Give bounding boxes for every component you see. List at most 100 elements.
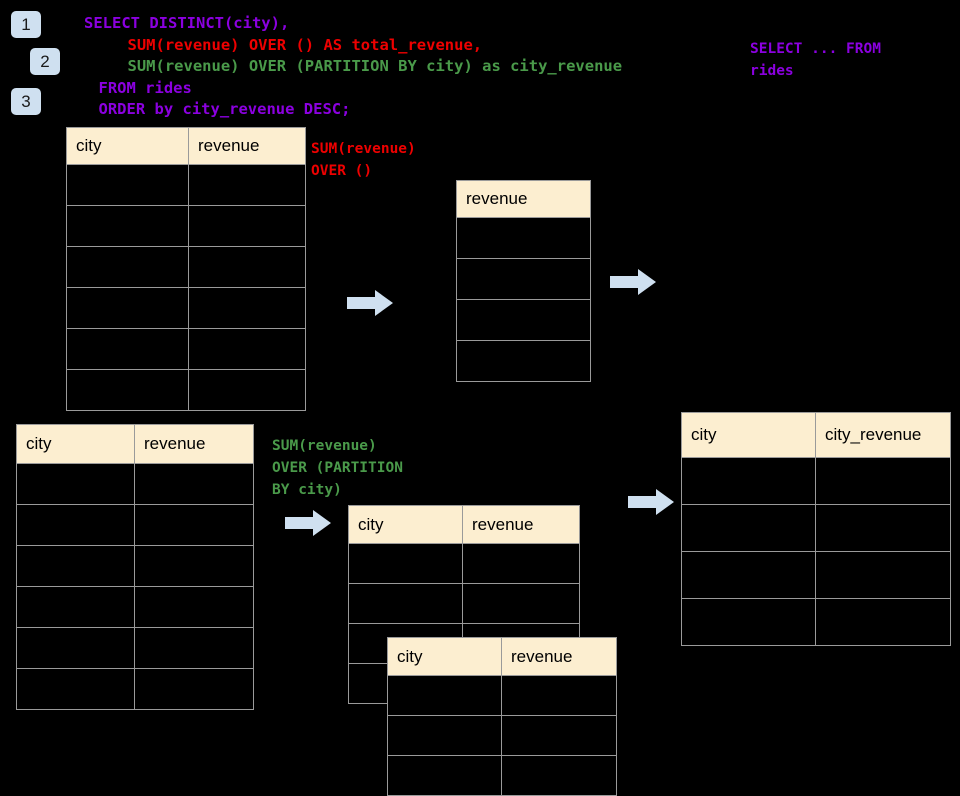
table-cell — [462, 583, 580, 624]
sql-line-5: ORDER by city_revenue DESC; — [98, 100, 351, 118]
table-row — [456, 340, 591, 382]
table-cell — [188, 287, 306, 329]
table-cell — [66, 287, 189, 329]
table-cell — [456, 258, 591, 300]
table-cell — [456, 340, 591, 382]
table-cell — [16, 463, 135, 505]
table-cell — [501, 755, 617, 796]
table-row — [66, 369, 306, 411]
annotation-sum-over-partition: SUM(revenue) OVER (PARTITION BY city) — [272, 435, 403, 501]
table-cell — [66, 328, 189, 370]
table-cell — [456, 299, 591, 341]
table-cell — [134, 463, 254, 505]
table-row — [16, 668, 254, 710]
annotation-line: OVER (PARTITION — [272, 460, 403, 476]
table-row — [681, 551, 951, 599]
table-row — [681, 457, 951, 505]
table-cell — [815, 598, 951, 646]
arrow-partition-to-result — [628, 487, 674, 517]
column-header: city — [348, 505, 463, 544]
table-cell — [134, 504, 254, 546]
table-cell — [188, 205, 306, 247]
annotation-line: SUM(revenue) — [272, 438, 377, 454]
table-cell — [16, 504, 135, 546]
table-cell — [16, 586, 135, 628]
annotation-select-from-rides: SELECT ... FROM rides — [750, 38, 881, 82]
table-row — [66, 246, 306, 288]
table-cell — [66, 369, 189, 411]
table-row — [681, 504, 951, 552]
table-cell — [681, 551, 816, 599]
annotation-line: SUM(revenue) — [311, 141, 416, 157]
column-header: city_revenue — [815, 412, 951, 458]
table-row — [16, 504, 254, 546]
table-row — [348, 583, 580, 624]
column-header: revenue — [134, 424, 254, 464]
table-cell — [16, 668, 135, 710]
step-badge-3: 3 — [11, 88, 41, 115]
table-cell — [134, 586, 254, 628]
arrow-source-to-total — [347, 288, 393, 318]
table-cell — [66, 164, 189, 206]
table-cell — [681, 457, 816, 505]
table-row — [387, 715, 617, 756]
column-header: city — [16, 424, 135, 464]
table-cell — [188, 164, 306, 206]
table-row — [66, 328, 306, 370]
annotation-line: rides — [750, 63, 794, 79]
column-header: revenue — [501, 637, 617, 676]
annotation-line: SELECT ... FROM — [750, 41, 881, 57]
table-row — [387, 675, 617, 716]
table-row — [348, 543, 580, 584]
annotation-sum-over-empty: SUM(revenue) OVER () — [311, 138, 416, 182]
table-cell — [501, 675, 617, 716]
step-badge-1: 1 — [11, 11, 41, 38]
table-cell — [188, 246, 306, 288]
sql-query-text: SELECT DISTINCT(city),SUM(revenue) OVER … — [84, 13, 622, 121]
column-header: revenue — [462, 505, 580, 544]
column-header: city — [66, 127, 189, 165]
total-revenue-table: revenue — [456, 180, 591, 382]
column-header: revenue — [456, 180, 591, 218]
table-cell — [387, 715, 502, 756]
table-cell — [134, 627, 254, 669]
table-row — [16, 463, 254, 505]
table-cell — [815, 551, 951, 599]
table-cell — [815, 457, 951, 505]
annotation-line: OVER () — [311, 163, 373, 179]
step-badge-2: 2 — [30, 48, 60, 75]
table-cell — [188, 328, 306, 370]
annotation-line: BY city) — [272, 482, 342, 498]
table-cell — [387, 675, 502, 716]
table-cell — [501, 715, 617, 756]
table-cell — [66, 205, 189, 247]
table-cell — [456, 217, 591, 259]
arrow-source-to-partition — [285, 508, 331, 538]
table-cell — [462, 543, 580, 584]
table-cell — [348, 543, 463, 584]
sql-line-2: SUM(revenue) OVER () AS total_revenue, — [127, 35, 483, 54]
table-cell — [681, 504, 816, 552]
table-row — [681, 598, 951, 646]
table-row — [456, 217, 591, 259]
table-row — [16, 586, 254, 628]
column-header: city — [387, 637, 502, 676]
table-row — [16, 545, 254, 587]
table-row — [387, 755, 617, 796]
table-cell — [66, 246, 189, 288]
sql-line-4: FROM rides — [98, 78, 192, 97]
table-cell — [16, 627, 135, 669]
column-header: city — [681, 412, 816, 458]
table-row — [66, 164, 306, 206]
table-cell — [188, 369, 306, 411]
column-header: revenue — [188, 127, 306, 165]
table-cell — [387, 755, 502, 796]
table-cell — [815, 504, 951, 552]
